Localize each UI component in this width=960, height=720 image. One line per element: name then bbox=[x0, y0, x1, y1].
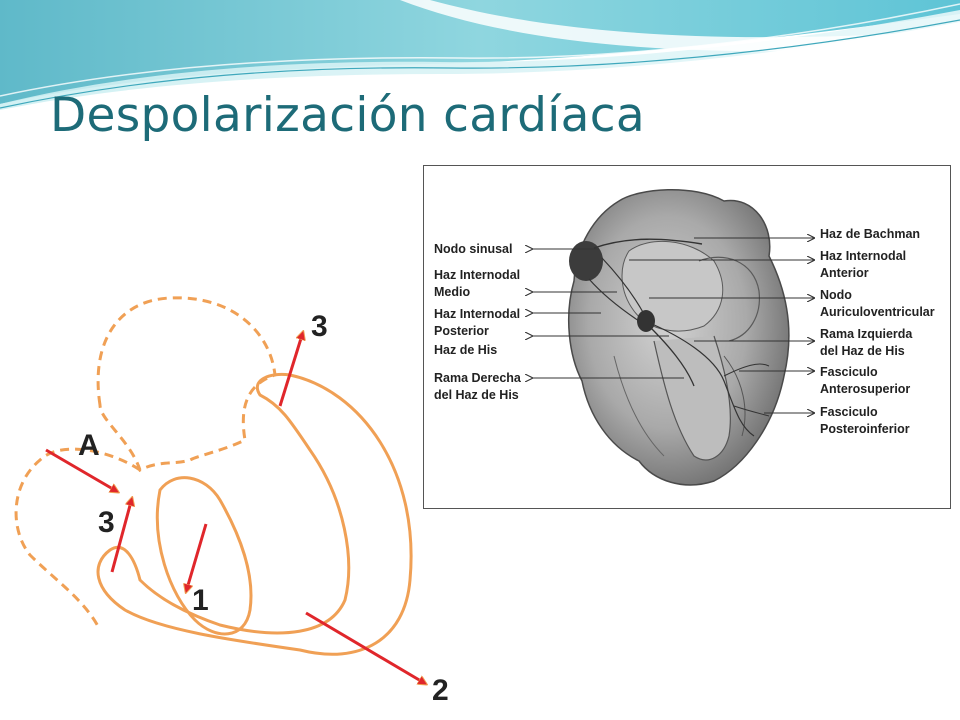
label-rama-izquierda-line1: Rama Izquierda bbox=[820, 327, 913, 341]
label-haz-internodal-medio-line2: Medio bbox=[434, 285, 470, 299]
arrow-a bbox=[45, 448, 118, 492]
arrow-3-left bbox=[110, 498, 132, 573]
label-haz-internodal-posterior-line2: Posterior bbox=[434, 324, 489, 338]
label-2: 2 bbox=[432, 674, 449, 707]
heart-conduction-diagram: Nodo sinusal Haz Internodal Medio Haz In… bbox=[423, 165, 951, 509]
left-atrium-dashed-outline bbox=[96, 296, 277, 473]
heart-diagram-svg: Nodo sinusal Haz Internodal Medio Haz In… bbox=[434, 188, 935, 486]
label-haz-internodal-anterior-line2: Anterior bbox=[820, 266, 869, 280]
label-haz-internodal-posterior-line1: Haz Internodal bbox=[434, 307, 520, 321]
depolarization-vector-diagram: A 3 3 1 2 bbox=[0, 280, 480, 720]
label-fasciculo-anterosuperior-line1: Fasciculo bbox=[820, 365, 878, 379]
label-rama-izquierda-line2: del Haz de His bbox=[820, 344, 905, 358]
header-wave-banner bbox=[0, 0, 960, 120]
label-rama-derecha-line2: del Haz de His bbox=[434, 388, 519, 402]
label-fasciculo-posteroinferior-line1: Fasciculo bbox=[820, 405, 878, 419]
label-3-left: 3 bbox=[98, 506, 115, 539]
label-1: 1 bbox=[192, 584, 209, 617]
vector-diagram-svg: A 3 3 1 2 bbox=[14, 296, 449, 707]
septum-inner-outline bbox=[155, 476, 253, 636]
label-fasciculo-anterosuperior-line2: Anterosuperior bbox=[820, 382, 910, 396]
label-haz-internodal-anterior-line1: Haz Internodal bbox=[820, 249, 906, 263]
arrow-3-top bbox=[278, 332, 303, 407]
label-haz-de-his: Haz de His bbox=[434, 343, 497, 357]
label-nodo-av-line1: Nodo bbox=[820, 288, 852, 302]
label-haz-internodal-medio-line1: Haz Internodal bbox=[434, 268, 520, 282]
wave-graphic bbox=[0, 0, 960, 110]
label-3-top: 3 bbox=[311, 310, 328, 343]
label-a: A bbox=[78, 429, 100, 462]
arrow-2 bbox=[305, 611, 426, 684]
label-nodo-av-line2: Auriculoventricular bbox=[820, 305, 935, 319]
label-fasciculo-posteroinferior-line2: Posteroinferior bbox=[820, 422, 910, 436]
label-rama-derecha-line1: Rama Derecha bbox=[434, 371, 522, 385]
ventricle-outer-outline bbox=[96, 372, 413, 656]
label-haz-bachman: Haz de Bachman bbox=[820, 227, 920, 241]
slide-title: Despolarización cardíaca bbox=[50, 88, 645, 143]
heart-illustration bbox=[567, 188, 790, 486]
label-nodo-sinusal: Nodo sinusal bbox=[434, 242, 512, 256]
arrow-1 bbox=[186, 523, 208, 592]
